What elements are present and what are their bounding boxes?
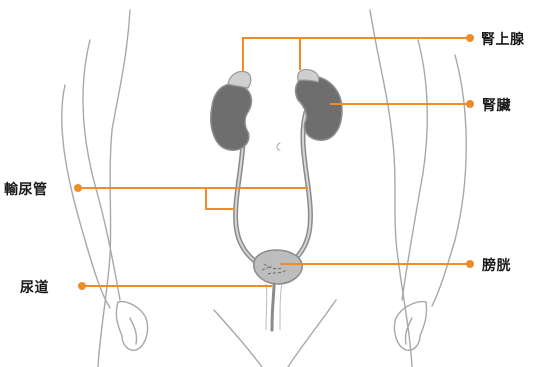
label-urethra: 尿道 xyxy=(20,277,49,297)
ureter-leader-dot xyxy=(74,184,82,192)
ureter-leader xyxy=(78,188,308,209)
bladder-leader-dot xyxy=(466,260,474,268)
bladder xyxy=(254,250,302,284)
label-ureter: 輸尿管 xyxy=(4,179,48,199)
left-hand-outline xyxy=(116,302,147,351)
right-arm-outline xyxy=(432,55,466,306)
right-torso-outline xyxy=(370,10,412,367)
groin-left xyxy=(214,310,262,367)
groin-right xyxy=(288,300,336,367)
left-adrenal-gland xyxy=(228,72,251,89)
left-kidney xyxy=(211,84,252,150)
urethra-outer-right xyxy=(280,284,282,330)
urethra-leader-dot xyxy=(78,282,86,290)
left-arm-outline xyxy=(62,85,110,308)
left-hand-finger xyxy=(130,318,137,344)
label-bladder: 膀胱 xyxy=(482,255,511,275)
adrenal-leader-dot xyxy=(466,34,474,42)
navel-mark xyxy=(277,143,280,150)
urinary-organs xyxy=(211,69,342,330)
adrenal-leader xyxy=(243,38,470,72)
urethra-outer-left xyxy=(266,284,267,330)
label-adrenal-gland: 腎上腺 xyxy=(481,29,525,49)
urethra xyxy=(272,284,274,330)
left-arm-inner xyxy=(83,40,120,300)
label-kidney: 腎臟 xyxy=(482,95,511,115)
right-arm-inner xyxy=(402,40,427,300)
right-adrenal-gland xyxy=(298,69,319,82)
kidney-leader-dot xyxy=(466,100,474,108)
